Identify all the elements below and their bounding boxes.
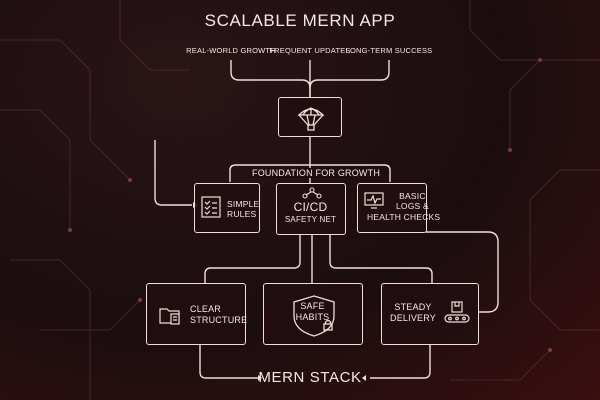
monitor-pulse-icon bbox=[364, 192, 384, 209]
parachute-icon bbox=[297, 107, 325, 131]
shared-graph-icon bbox=[302, 187, 322, 199]
shield-icon bbox=[293, 295, 335, 337]
top-label-success: LONG-TERM SUCCESS bbox=[345, 46, 433, 55]
steady-delivery-line-2: DELIVERY bbox=[390, 313, 436, 323]
page-title: SCALABLE MERN APP bbox=[204, 11, 396, 30]
steady-delivery-line-1: STEADY bbox=[394, 302, 432, 312]
safe-habits-line-2: HABITS bbox=[295, 312, 330, 322]
top-label-growth: REAL-WORLD GROWTH bbox=[186, 46, 276, 55]
logs-health-node[interactable]: BASIC LOGS & HEALTH CHECKS bbox=[357, 183, 440, 233]
logs-health-line-2: LOGS & bbox=[396, 201, 429, 211]
cicd-line-2: SAFETY NET bbox=[284, 215, 337, 224]
app-core-node[interactable] bbox=[278, 97, 342, 137]
top-label-updates: FREQUENT UPDATES bbox=[269, 46, 351, 55]
logs-health-line-3: HEALTH CHECKS bbox=[367, 212, 441, 222]
clear-structure-label: CLEAR STRUCTURE bbox=[190, 304, 247, 326]
logs-health-line-1: BASIC bbox=[399, 191, 426, 201]
steady-delivery-node[interactable]: STEADY DELIVERY bbox=[381, 283, 479, 345]
simple-rules-label: SIMPLE RULES bbox=[227, 199, 259, 219]
folder-icon bbox=[159, 308, 180, 325]
cicd-line-1: CI/CD bbox=[293, 200, 328, 214]
clear-structure-line-2: STRUCTURE bbox=[190, 315, 248, 325]
checklist-icon bbox=[201, 196, 221, 218]
safe-habits-node[interactable]: SAFE HABITS bbox=[263, 283, 363, 345]
logs-health-label: BASIC LOGS & bbox=[396, 191, 429, 211]
safe-habits-line-1: SAFE bbox=[300, 301, 325, 311]
footer-title: MERN STACK bbox=[258, 369, 362, 386]
simple-rules-line-2: RULES bbox=[227, 209, 257, 219]
conveyor-icon bbox=[444, 301, 470, 323]
steady-delivery-label: STEADY DELIVERY bbox=[388, 302, 438, 324]
clear-structure-line-1: CLEAR bbox=[190, 304, 222, 314]
cicd-node[interactable]: CI/CD SAFETY NET bbox=[276, 183, 346, 235]
clear-structure-node[interactable]: CLEAR STRUCTURE bbox=[146, 283, 247, 345]
foundation-label: FOUNDATION FOR GROWTH bbox=[250, 168, 381, 178]
simple-rules-line-1: SIMPLE bbox=[227, 199, 260, 209]
simple-rules-node[interactable]: SIMPLE RULES bbox=[194, 183, 260, 233]
